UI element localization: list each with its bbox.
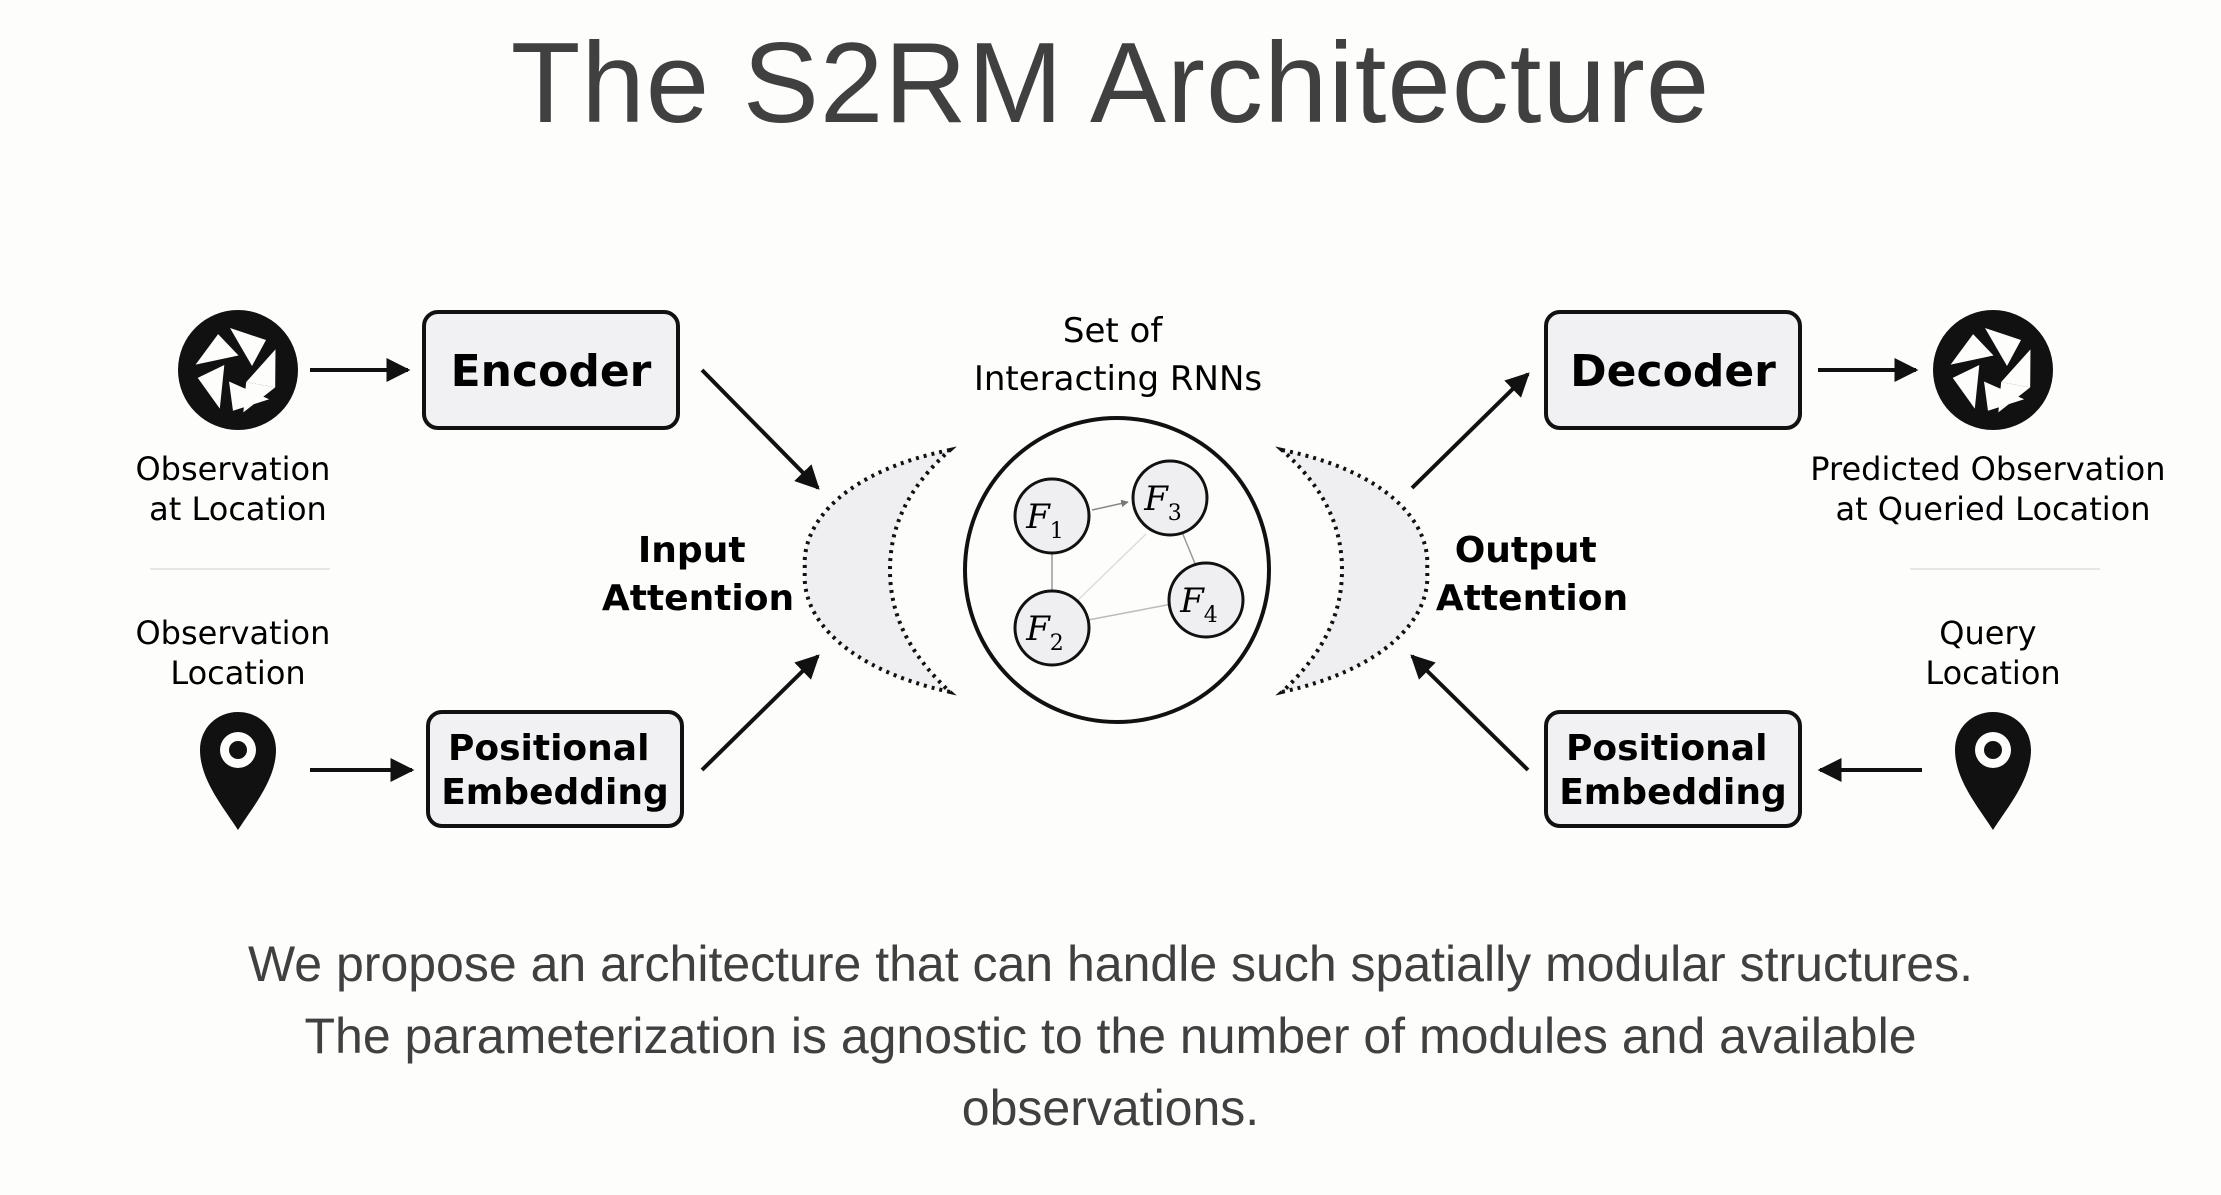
svg-text:F3: F3: [1143, 479, 1182, 526]
input-positional-embedding-box: [426, 710, 684, 828]
arrow-output-attention-to-decoder: [1410, 372, 1530, 490]
query-location-label: Query Location: [1925, 614, 2060, 692]
encoder-label: Encoder: [451, 346, 652, 397]
rnn-module-f4: F4: [1167, 561, 1245, 639]
output-camera-icon: [1933, 310, 2053, 430]
output-attention-crescent: [1275, 446, 1430, 696]
input-attention-crescent: [802, 446, 957, 696]
caption-line-1: We propose an architecture that can hand…: [248, 936, 1973, 992]
slide-caption: We propose an architecture that can hand…: [0, 928, 2221, 1144]
interaction-f1-f3: [1091, 499, 1129, 511]
input-location-label: Observation Location: [135, 614, 340, 692]
interaction-f2-f4: [1087, 603, 1173, 621]
svg-text:F2: F2: [1025, 609, 1064, 656]
rnn-module-f2: F2: [1013, 589, 1091, 667]
decoder-label: Decoder: [1570, 346, 1776, 397]
slide-title: The S2RM Architecture: [510, 20, 1711, 147]
arrow-encoder-to-input-attention: [700, 368, 820, 490]
caption-line-3: observations.: [961, 1080, 1260, 1136]
input-positional-embedding-label: Positional Embedding: [441, 728, 669, 813]
output-attention-label: Output Attention: [1436, 530, 1628, 619]
output-positional-embedding-box: [1544, 710, 1802, 828]
interaction-f2-f3: [1077, 533, 1147, 601]
input-camera-icon: [178, 310, 298, 430]
arrow-embedding-to-output-attention: [1410, 654, 1530, 772]
input-location-pin-icon: [200, 712, 276, 830]
encoder-box: [422, 310, 680, 430]
decoder-box: [1544, 310, 1802, 430]
svg-text:F4: F4: [1179, 581, 1218, 628]
interaction-f3-f4: [1181, 531, 1197, 567]
rnn-module-f3: F3: [1131, 459, 1209, 537]
interacting-rnns-label: Set of Interacting RNNs: [974, 311, 1262, 399]
input-attention-label: Input Attention: [602, 530, 794, 619]
predicted-observation-label: Predicted Observation at Queried Locatio…: [1810, 450, 2175, 528]
caption-line-2: The parameterization is agnostic to the …: [304, 1008, 1917, 1064]
output-positional-embedding-label: Positional Embedding: [1559, 728, 1787, 813]
arrow-embedding-to-input-attention: [700, 654, 820, 772]
rnn-module-f1: F1: [1013, 477, 1091, 555]
query-location-pin-icon: [1955, 712, 2031, 830]
input-observation-label: Observation at Location: [135, 450, 340, 528]
svg-text:F1: F1: [1025, 497, 1064, 544]
